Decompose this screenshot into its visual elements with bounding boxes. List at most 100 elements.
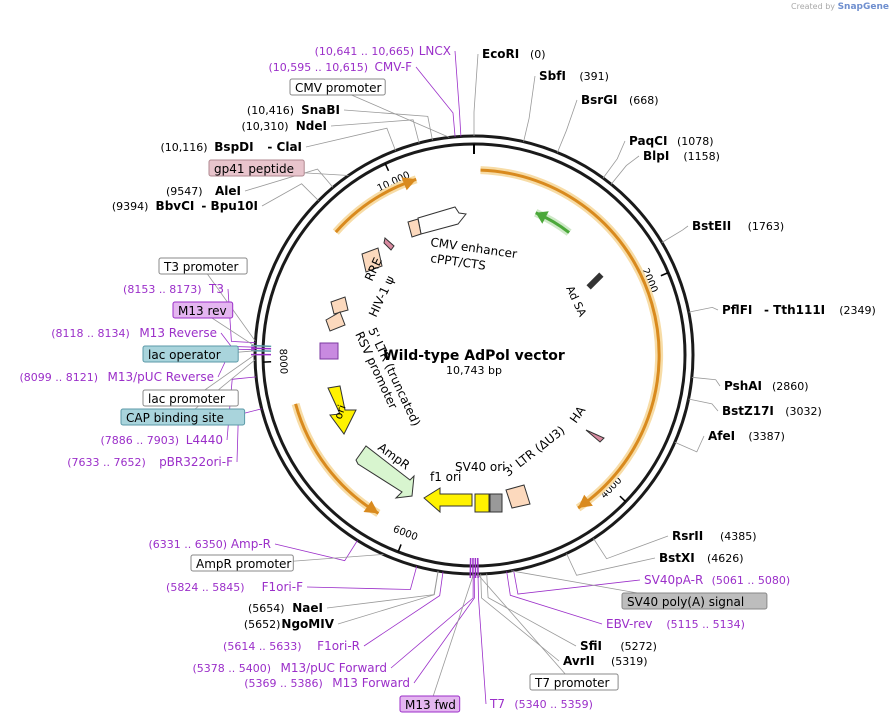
leader-pshai <box>691 376 721 387</box>
leader-alei <box>244 168 334 192</box>
site-afei[interactable]: AfeI(3387) <box>708 429 785 443</box>
label-box <box>621 592 768 610</box>
leader-pflfi <box>688 306 719 313</box>
site-coord: (5340 .. 5359) <box>514 698 593 711</box>
site-coord: (5654) <box>248 602 285 615</box>
site-f1orif[interactable]: F1ori-F(5824 .. 5845) <box>166 580 303 594</box>
site-name: M13 Reverse <box>139 326 217 340</box>
leader-l4440 <box>226 376 257 441</box>
site-sfii[interactable]: SfiI(5272) <box>580 639 657 653</box>
site-m13puc_r[interactable]: M13/pUC Reverse(8099 .. 8121) <box>19 370 214 384</box>
leader-ampr <box>274 540 358 562</box>
label-box <box>142 389 239 407</box>
site-lncx[interactable]: LNCX(10,641 .. 10,665) <box>315 44 451 58</box>
site-snabi[interactable]: SnaBI(10,416) <box>247 103 340 117</box>
site-sbfi[interactable]: SbfI(391) <box>539 69 609 83</box>
site-ndei[interactable]: NdeI(10,310) <box>242 119 327 133</box>
f1-ori-arrow <box>423 487 473 514</box>
site-name: RsrII <box>672 529 703 543</box>
leader-sfii <box>486 573 577 647</box>
leader-bsrgi <box>557 99 578 153</box>
ltr3-label: 3' LTR (ΔU3) <box>501 423 567 479</box>
site-ecori[interactable]: EcoRI(0) <box>482 47 546 61</box>
site-bstz17i[interactable]: BstZ17I(3032) <box>722 404 822 418</box>
site-name: T3 <box>208 282 224 296</box>
site-naei[interactable]: NaeI(5654) <box>248 601 323 615</box>
leader-paqci <box>602 140 626 179</box>
boxed-lac_operator[interactable]: lac operator <box>142 345 239 363</box>
boxed-t3_promoter[interactable]: T3 promoter <box>158 257 248 275</box>
site-t7[interactable]: T7(5340 .. 5359) <box>489 697 593 711</box>
boxed-t7_promoter[interactable]: T7 promoter <box>529 673 619 691</box>
site-coord: (2860) <box>772 380 809 393</box>
site-coord: (9394) <box>112 200 149 213</box>
site-coord: (5272) <box>620 640 657 653</box>
site-rsrii[interactable]: RsrII(4385) <box>672 529 757 543</box>
site-name: SV40pA-R <box>644 573 703 587</box>
site-coord: (3387) <box>748 430 785 443</box>
label-text: lac operator <box>148 348 221 362</box>
site-f1orir[interactable]: F1ori-R(5614 .. 5633) <box>223 639 360 653</box>
site-m13puc[interactable]: M13/pUC Forward(5378 .. 5400) <box>192 661 387 675</box>
site-sv40pa[interactable]: SV40pA-R(5061 .. 5080) <box>644 573 790 587</box>
site-avrii[interactable]: AvrII(5319) <box>563 654 648 668</box>
site-m13rev_p[interactable]: M13 Reverse(8118 .. 8134) <box>51 326 217 340</box>
snapgene-credit: Created by SnapGene <box>791 2 889 12</box>
cppt-box <box>407 218 422 238</box>
site-paqci[interactable]: PaqCI(1078) <box>629 134 714 148</box>
sv40-polya-box <box>489 493 503 513</box>
boxed-cap_site[interactable]: CAP binding site <box>120 408 246 426</box>
label-text: gp41 peptide <box>214 162 294 176</box>
site-name: BstZ17I <box>722 404 774 418</box>
leader-bstz17i <box>688 398 719 412</box>
site-ebvrev[interactable]: EBV-rev(5115 .. 5134) <box>606 617 745 631</box>
leader-t7 <box>477 573 487 705</box>
leader-t7_promoter <box>477 573 575 685</box>
orange-arc-right-arrowhead <box>578 494 593 508</box>
ori-arrow <box>327 385 357 435</box>
boxed-m13fwd[interactable]: M13 fwd <box>399 695 461 713</box>
site-coord: (5652) <box>244 618 281 631</box>
boxed-cmv_promoter[interactable]: CMV promoter <box>289 78 386 96</box>
boxed-lac_promoter[interactable]: lac promoter <box>142 389 239 407</box>
ha-label: HA <box>567 403 589 426</box>
site-bsteii[interactable]: BstEII(1763) <box>692 219 784 233</box>
label-box <box>529 673 619 691</box>
site-name: AvrII <box>563 654 595 668</box>
label-text: T7 promoter <box>534 676 610 690</box>
site-alei[interactable]: AleI(9547) <box>166 184 241 198</box>
label-box <box>399 695 461 713</box>
site-l4440[interactable]: L4440(7886 .. 7903) <box>100 433 223 447</box>
site-ngomiv[interactable]: NgoMIV(5652) <box>244 617 335 631</box>
site-bstxi[interactable]: BstXI(4626) <box>659 551 744 565</box>
boxed-sv40_polya[interactable]: SV40 poly(A) signal <box>621 592 768 610</box>
site-m13f[interactable]: M13 Forward(5369 .. 5386) <box>244 676 410 690</box>
boxed-m13rev[interactable]: M13 rev <box>172 301 234 319</box>
orange-arc-lower-left-arrowhead <box>363 500 379 514</box>
boxed-gp41[interactable]: gp41 peptide <box>208 159 305 177</box>
leader-f1orir <box>363 571 444 647</box>
boxed-ampr_promoter[interactable]: AmpR promoter <box>190 554 294 572</box>
label-box <box>120 408 246 426</box>
leader-snabi <box>343 109 433 141</box>
site-coord: (5369 .. 5386) <box>244 677 323 690</box>
site-coord: (10,641 .. 10,665) <box>315 45 415 58</box>
site-pbr[interactable]: pBR322ori-F(7633 .. 7652) <box>67 455 233 469</box>
site-pflfi[interactable]: PflFI- Tth111I(2349) <box>722 303 876 317</box>
site-bsrgi[interactable]: BsrGI(668) <box>581 93 659 107</box>
site-ampr[interactable]: Amp-R(6331 .. 6350) <box>148 537 271 551</box>
site-name-alt: - ClaI <box>267 140 302 154</box>
site-name: pBR322ori-F <box>159 455 233 469</box>
site-t3[interactable]: T3(8153 .. 8173) <box>123 282 224 296</box>
gp41-marker <box>383 237 395 251</box>
site-blpi[interactable]: BlpI(1158) <box>643 149 720 163</box>
site-cmvf[interactable]: CMV-F(10,595 .. 10,615) <box>268 60 412 74</box>
sv40-ori-label: SV40 ori <box>455 460 506 474</box>
site-coord: (4626) <box>707 552 744 565</box>
scale-tick <box>384 163 390 172</box>
site-pshai[interactable]: PshAI(2860) <box>724 379 809 393</box>
label-text: AmpR promoter <box>196 557 291 571</box>
